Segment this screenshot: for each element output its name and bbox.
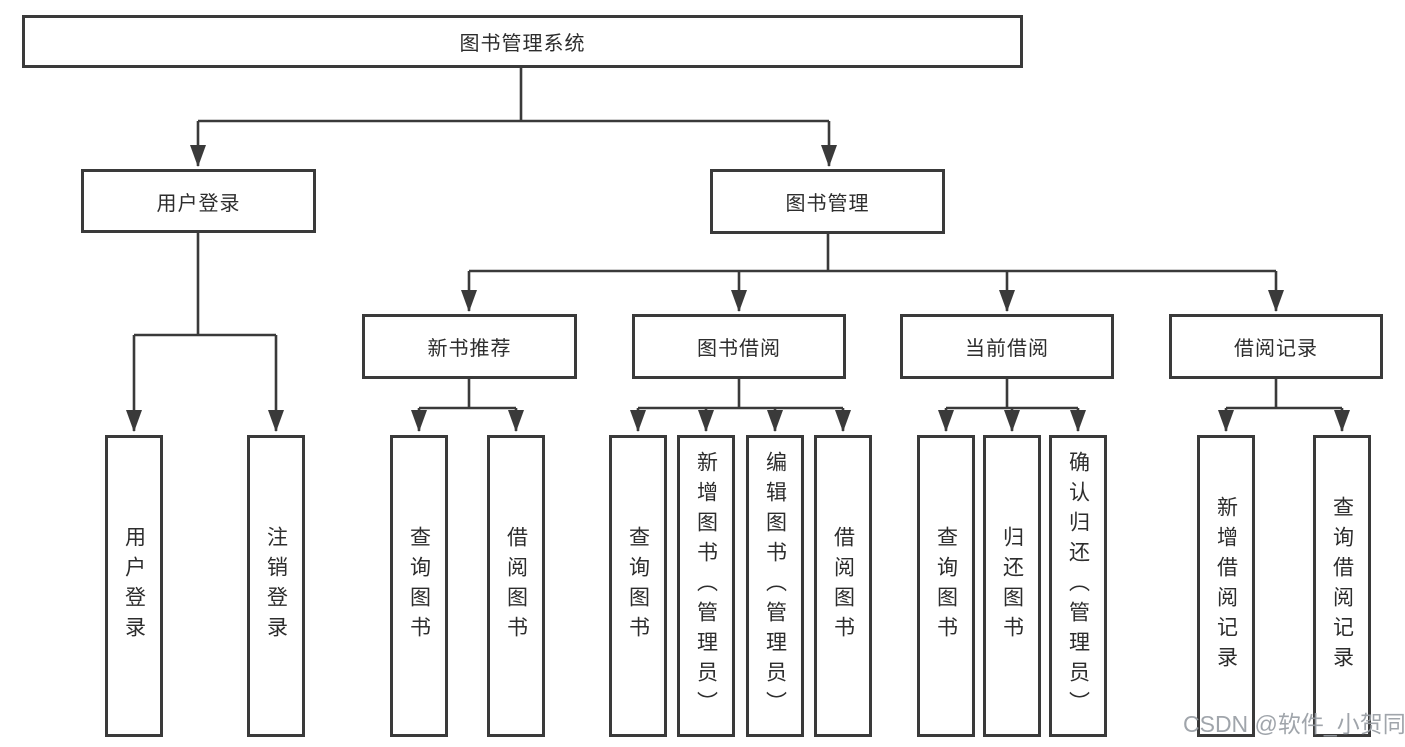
leaf-add-books-admin-label: 新增图书（管理员） [694, 451, 718, 721]
leaf-query-borrow-record-label: 查询借阅记录 [1330, 496, 1354, 676]
node-book-management: 图书管理 [710, 169, 945, 234]
leaf-return-books-label: 归还图书 [1000, 526, 1024, 646]
leaf-query-borrow-record: 查询借阅记录 [1313, 435, 1371, 737]
leaf-logout: 注销登录 [247, 435, 305, 737]
leaf-borrow-books-recommend: 借阅图书 [487, 435, 545, 737]
leaf-user-login-label: 用户登录 [122, 526, 146, 646]
leaf-query-books-borrow-label: 查询图书 [626, 526, 650, 646]
leaf-confirm-return-admin: 确认归还（管理员） [1049, 435, 1107, 737]
connector-book-borrow-children [630, 379, 851, 432]
leaf-borrow-books: 借阅图书 [814, 435, 872, 737]
leaf-query-books-borrow: 查询图书 [609, 435, 667, 737]
leaf-borrow-books-recommend-label: 借阅图书 [504, 526, 528, 646]
connector-root-to-level2 [190, 68, 837, 167]
connector-book-management-children [461, 234, 1284, 312]
node-user-login: 用户登录 [81, 169, 316, 233]
leaf-logout-label: 注销登录 [264, 526, 288, 646]
connector-current-borrow-children [938, 379, 1086, 432]
leaf-user-login: 用户登录 [105, 435, 163, 737]
leaf-confirm-return-admin-label: 确认归还（管理员） [1066, 451, 1090, 721]
connector-user-login-children [126, 233, 284, 432]
watermark-text: CSDN @软件_小贺同学 [1183, 711, 1405, 737]
node-library-management-system: 图书管理系统 [22, 15, 1023, 68]
leaf-add-borrow-record-label: 新增借阅记录 [1214, 496, 1238, 676]
leaf-query-books-recommend: 查询图书 [390, 435, 448, 737]
leaf-return-books: 归还图书 [983, 435, 1041, 737]
leaf-query-books-current-label: 查询图书 [934, 526, 958, 646]
leaf-query-books-recommend-label: 查询图书 [407, 526, 431, 646]
leaf-add-borrow-record: 新增借阅记录 [1197, 435, 1255, 737]
connector-borrow-records-children [1218, 379, 1350, 432]
node-current-borrow: 当前借阅 [900, 314, 1114, 379]
leaf-edit-books-admin-label: 编辑图书（管理员） [763, 451, 787, 721]
connector-new-book-recommend-children [411, 379, 524, 432]
leaf-query-books-current: 查询图书 [917, 435, 975, 737]
leaf-borrow-books-label: 借阅图书 [831, 526, 855, 646]
node-book-borrow: 图书借阅 [632, 314, 846, 379]
leaf-edit-books-admin: 编辑图书（管理员） [746, 435, 804, 737]
node-borrow-records: 借阅记录 [1169, 314, 1383, 379]
leaf-add-books-admin: 新增图书（管理员） [677, 435, 735, 737]
node-new-book-recommend: 新书推荐 [362, 314, 577, 379]
